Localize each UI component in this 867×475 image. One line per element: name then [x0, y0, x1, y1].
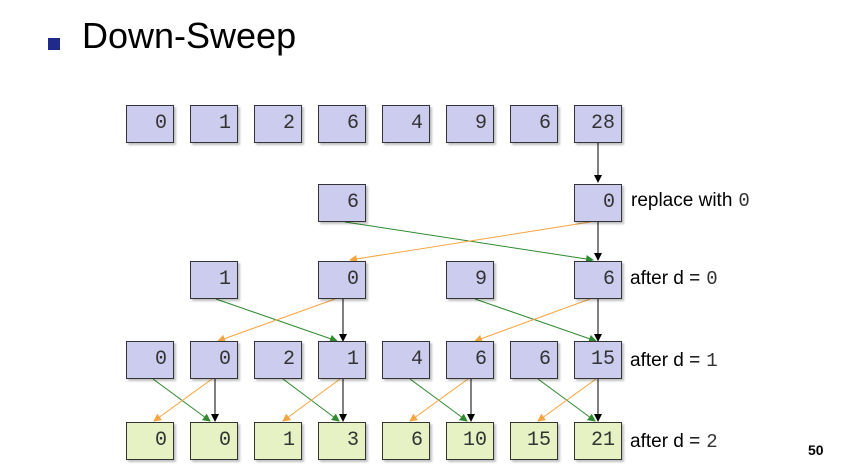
row3-cell-5: 6: [446, 341, 494, 379]
row3-cell-0: 0: [126, 341, 174, 379]
label-d1-text: after d =: [630, 350, 701, 371]
row4-cell-1: 0: [190, 422, 238, 460]
label-replace-text: replace with: [631, 190, 733, 211]
row3-cell-2: 2: [254, 341, 302, 379]
arrow-orange: [474, 298, 591, 343]
row3-cell-6: 6: [510, 341, 558, 379]
title-bullet: [48, 38, 60, 50]
label-replace-value: 0: [738, 190, 750, 212]
row3-cell-4: 4: [382, 341, 430, 379]
label-d0-text: after d =: [630, 268, 701, 289]
arrow-orange: [409, 378, 469, 422]
arrow-orange: [349, 221, 591, 263]
label-after-d2: after d =2: [630, 430, 718, 454]
label-after-d0: after d =0: [630, 267, 718, 291]
row3-cell-3: 1: [318, 341, 366, 379]
row4-cell-7: 21: [574, 422, 622, 460]
row4-cell-0: 0: [126, 422, 174, 460]
row4-cell-2: 1: [254, 422, 302, 460]
row2-cell-5: 9: [446, 261, 494, 299]
label-d1-value: 1: [706, 350, 718, 372]
label-d0-value: 0: [706, 268, 718, 290]
row4-cell-4: 6: [382, 422, 430, 460]
row0-cell-1: 1: [190, 105, 238, 143]
row3-cell-7: 15: [574, 341, 622, 379]
row0-cell-7: 28: [574, 105, 622, 143]
arrow-orange: [217, 298, 336, 343]
row3-cell-1: 0: [190, 341, 238, 379]
row0-cell-6: 6: [510, 105, 558, 143]
label-d2-value: 2: [706, 431, 718, 453]
row2-cell-3: 0: [318, 261, 366, 299]
row2-cell-1: 1: [190, 261, 238, 299]
arrow-orange: [153, 378, 213, 422]
arrow-green: [474, 298, 597, 343]
row4-cell-6: 15: [510, 422, 558, 460]
row1-cell-3: 6: [318, 184, 366, 222]
label-d2-text: after d =: [630, 431, 701, 452]
row2-cell-7: 6: [574, 261, 622, 299]
row4-cell-3: 3: [318, 422, 366, 460]
row0-cell-4: 4: [382, 105, 430, 143]
row0-cell-0: 0: [126, 105, 174, 143]
arrow-orange: [282, 378, 341, 422]
row4-cell-5: 10: [446, 422, 494, 460]
row0-cell-3: 6: [318, 105, 366, 143]
arrow-green: [152, 378, 211, 422]
slide-number: 50: [808, 442, 824, 458]
row0-cell-2: 2: [254, 105, 302, 143]
row1-cell-7: 0: [574, 184, 622, 222]
slide-title: Down-Sweep: [82, 15, 297, 56]
label-after-d1: after d =1: [630, 349, 718, 373]
row0-cell-5: 9: [446, 105, 494, 143]
arrow-orange: [537, 378, 597, 422]
